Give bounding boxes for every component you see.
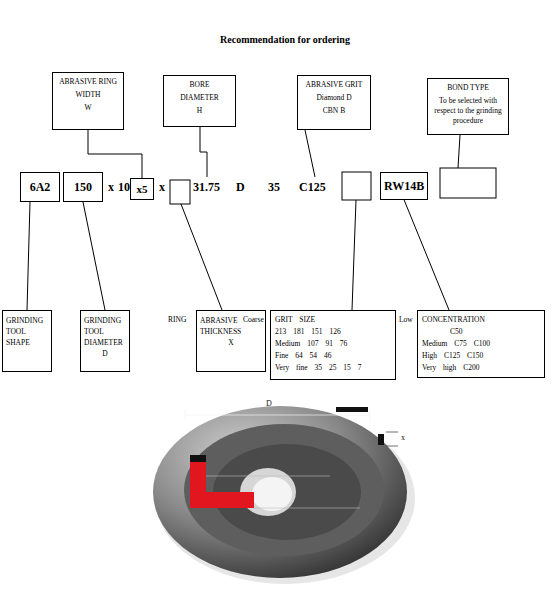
spec-box: ABRASIVE RING WIDTH W (52, 72, 124, 130)
box-text: BOND TYPE (431, 83, 505, 93)
box-text: SHAPE (6, 337, 48, 348)
box-text: GRIT SIZE (275, 314, 391, 326)
code-part: C125 (299, 180, 326, 195)
leader-line (305, 130, 315, 177)
box-text: ABRASIVE GRIT (301, 80, 367, 90)
box-text: High C125 C150 (422, 350, 540, 362)
note-label: Coarse (243, 315, 264, 324)
empty-code-box (342, 172, 371, 200)
spec-box: GRINDINGTOOLSHAPE (2, 310, 52, 372)
box-text: 150 (74, 180, 92, 195)
note-label: RING (168, 315, 186, 324)
dimension-label: D (266, 399, 272, 408)
spec-box: BORE DIAMETER H (163, 75, 236, 127)
box-text: Medium 107 91 76 (275, 338, 391, 350)
box-text: RW14B (384, 179, 424, 194)
connector-line (404, 200, 449, 310)
section-line (254, 508, 360, 509)
dimension-label: x (401, 433, 405, 442)
code-part: 10 (118, 180, 130, 195)
dimension-line (386, 446, 398, 447)
box-text: GRINDING (6, 315, 48, 326)
connector-line (83, 202, 105, 310)
spec-box: ABRASIVE GRIT Diamond D CBN B (297, 75, 371, 130)
box-text: Diamond D (301, 93, 367, 103)
dimension-tick (185, 410, 186, 420)
box-text: DIAMETER (84, 337, 126, 348)
box-text: Fine 64 54 46 (275, 350, 391, 362)
code-part: 31.75 (193, 180, 220, 195)
leader-line (352, 200, 356, 310)
abrasive-layer (190, 455, 206, 462)
box-text: 213 181 151 126 (275, 326, 391, 338)
box-text: H (167, 106, 232, 116)
dimension-line (386, 432, 398, 433)
box-text: C50 (422, 326, 540, 338)
dimension-line (185, 415, 370, 416)
section-line (206, 476, 330, 477)
leader-line (200, 127, 207, 177)
dimension-tick (370, 410, 371, 420)
wheel-face (184, 424, 384, 556)
code-part: x (159, 180, 165, 195)
box-text: Very high C200 (422, 362, 540, 374)
box-text: W (56, 103, 120, 113)
connector-line (88, 130, 142, 178)
box-text: TOOL (6, 326, 48, 337)
box-text: X (200, 337, 262, 348)
spec-box: GRINDINGTOOLDIAMETERD (80, 310, 130, 372)
code-part: 35 (268, 180, 280, 195)
box-text: DIAMETER (167, 93, 232, 103)
spec-box: CONCENTRATIONC50Medium C75 C100High C125… (417, 310, 545, 378)
empty-code-box (440, 168, 496, 198)
code-box: RW14B (380, 172, 428, 200)
box-text: x5 (137, 183, 148, 195)
wheel-body (153, 406, 407, 578)
spec-box: BOND TYPE To be selected with respect to … (427, 78, 509, 135)
code-part: D (236, 180, 245, 195)
box-text: 6A2 (30, 180, 51, 195)
empty-code-box (170, 180, 190, 204)
code-part: x (108, 180, 114, 195)
wheel-cross-section (190, 462, 254, 508)
leader-line (181, 204, 222, 310)
code-box: 6A2 (20, 172, 60, 202)
bore-hole-inner (252, 477, 292, 511)
abrasive-layer (378, 434, 384, 445)
box-text: GRINDING (84, 315, 126, 326)
spec-box: GRIT SIZE213 181 151 126Medium 107 91 76… (270, 310, 396, 380)
leader-line (458, 135, 460, 168)
box-text: ABRASIVE RING (56, 77, 120, 87)
box-text: THICKNESS (200, 326, 262, 337)
box-text: To be selected with respect to the grind… (431, 96, 505, 126)
diagram-title: Recommendation for ordering (170, 34, 400, 45)
abrasive-layer (336, 407, 368, 412)
code-box: x5 (130, 178, 154, 200)
connector-line (27, 202, 30, 310)
box-text: CBN B (301, 106, 367, 116)
box-text: BORE (167, 80, 232, 90)
box-text: Medium C75 C100 (422, 338, 540, 350)
box-text: TOOL (84, 326, 126, 337)
box-text: Very fine 35 25 15 7 (275, 362, 391, 374)
box-text: WIDTH (56, 90, 120, 100)
box-text: CONCENTRATION (422, 314, 540, 326)
code-box: 150 (63, 172, 103, 202)
box-text: D (84, 348, 126, 359)
note-label: Low (399, 315, 413, 324)
